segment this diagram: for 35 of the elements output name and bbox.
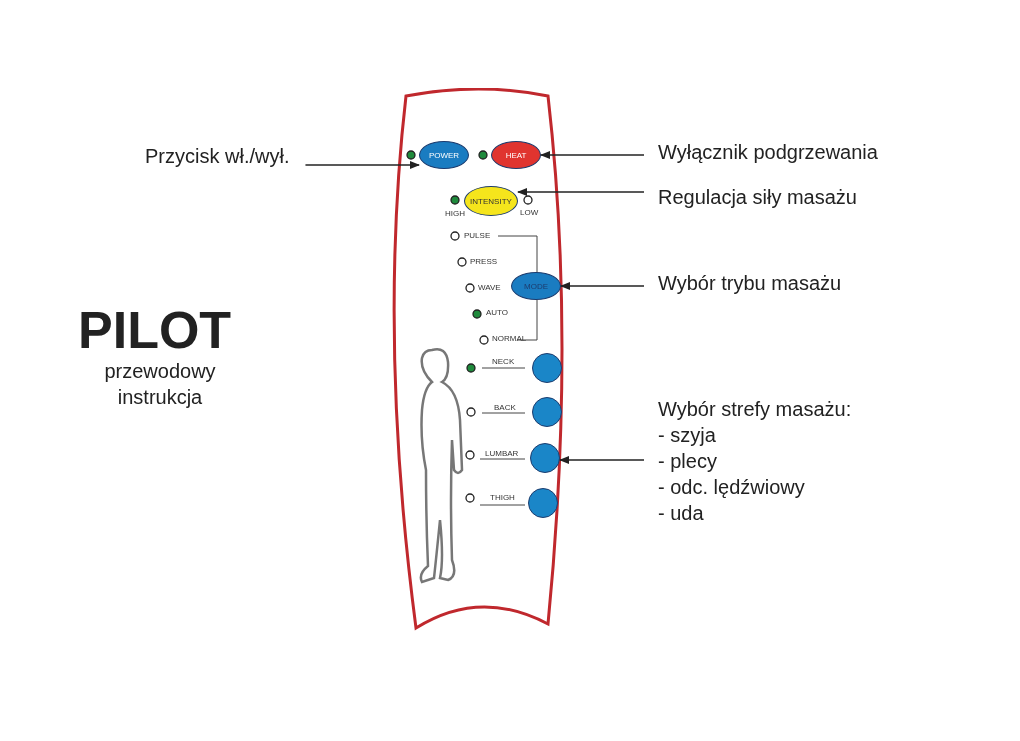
oval-button: POWER [419, 141, 469, 169]
annotation-text: Wybór trybu masażu [658, 272, 842, 295]
round-button [530, 443, 560, 473]
indicator-label: AUTO [486, 308, 509, 317]
annotation-text: Wybór strefy masażu: [658, 397, 852, 422]
round-button [532, 353, 562, 383]
indicator-label: BACK [494, 403, 516, 412]
indicator-label: WAVE [478, 283, 501, 292]
annotation-text: - plecy [658, 449, 718, 474]
annotation-text: - uda [658, 501, 705, 526]
title: PILOT [78, 300, 232, 360]
oval-button: HEAT [491, 141, 541, 169]
arrow [304, 161, 420, 169]
annotation-text: - szyja [658, 423, 717, 448]
indicator-label: NORMAL [492, 334, 527, 343]
annotation-text: Regulacja siły masażu [658, 186, 857, 209]
annotation-text: - odc. lędźwiowy [658, 475, 806, 500]
arrow [517, 188, 645, 196]
indicator-label: PULSE [464, 231, 491, 240]
round-button [532, 397, 562, 427]
annotation-text: Przycisk wł./wył. [145, 145, 290, 168]
arrow [559, 456, 645, 464]
oval-button: INTENSITY [464, 186, 518, 216]
annotation-text: Wyłącznik podgrzewania [658, 141, 878, 164]
subtitle-text: przewodowy [104, 360, 216, 383]
indicator-label: NECK [492, 357, 515, 366]
indicator-label: LUMBAR [485, 449, 519, 458]
indicator-label: PRESS [470, 257, 498, 266]
arrow [560, 282, 645, 290]
indicator-label: HIGH [445, 209, 465, 218]
oval-button: MODE [511, 272, 561, 300]
arrow [540, 151, 645, 159]
subtitle-text: instrukcja [117, 386, 203, 409]
indicator-label: THIGH [490, 493, 515, 502]
round-button [528, 488, 558, 518]
